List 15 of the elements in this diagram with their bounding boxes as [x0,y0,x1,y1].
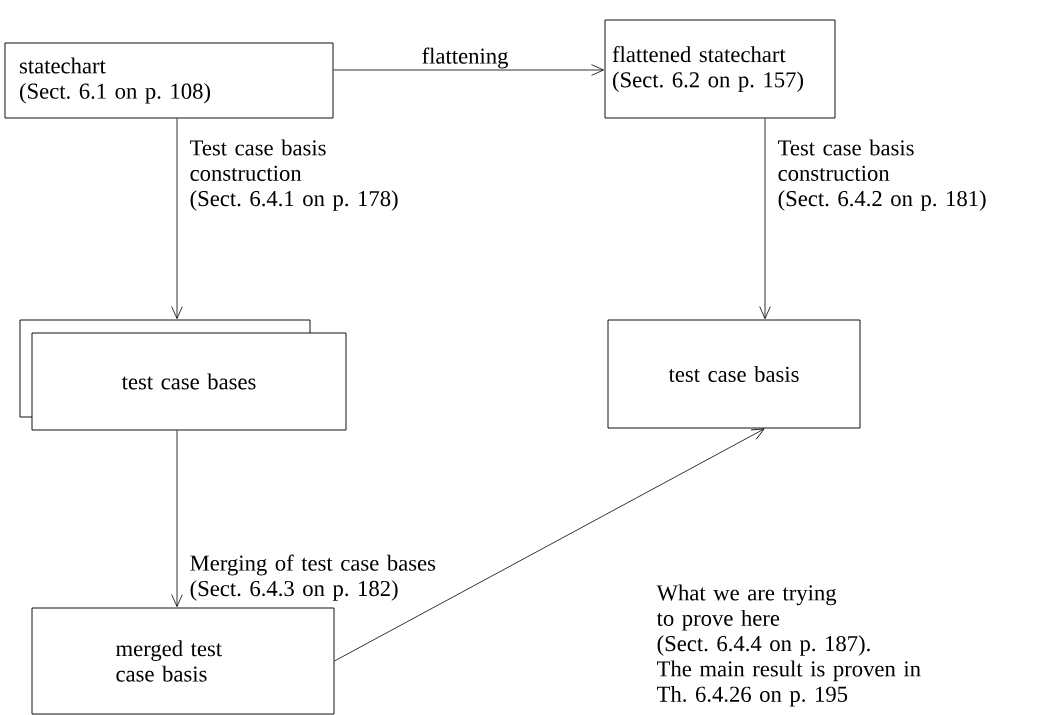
arrow [333,64,604,76]
edge-label: Test case basis construction (Sect. 6.4.1 on p. 178) [190,139,398,211]
arrow [334,428,765,662]
arrow [759,118,771,319]
edge-label: What we are trying to prove here (Sect. 6.4.4 on p. 187). The main result is proven in Th. 6.4.26 on p. 195 [656,584,921,707]
edge-label: Test case basis construction (Sect. 6.4.2 on p. 181) [778,139,986,211]
process-box: flattened statechart (Sect. 6.2 on p. 157) [604,19,836,119]
process-box: statechart (Sect. 6.1 on p. 108) [4,42,334,119]
arrow [171,430,183,607]
process-box: test case basis [607,319,861,429]
process-box: merged test case basis [31,607,335,715]
edge-label: Merging of test case bases (Sect. 6.4.3 on p. 182) [190,554,436,601]
arrow [171,118,183,319]
stacked-box: test case bases [19,319,347,431]
edge-label: flattening [422,47,508,69]
